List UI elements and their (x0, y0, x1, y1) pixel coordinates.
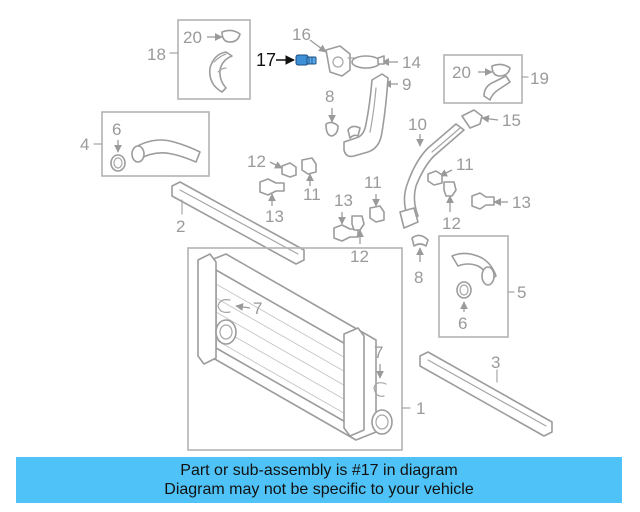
banner-line-2: Diagram may not be specific to your vehi… (164, 481, 474, 498)
fasteners-centre: 12 11 13 11 13 12 (247, 152, 385, 266)
callout-10: 10 (408, 115, 427, 134)
callout-11c: 11 (364, 173, 382, 192)
water-pipe-assembly: 15 10 11 12 13 8 (399, 109, 531, 287)
coolant-pipe-assembly: 16 14 9 8 (292, 25, 421, 158)
callout-3: 3 (491, 353, 500, 372)
callout-7b: 7 (374, 343, 383, 362)
info-banner: Part or sub-assembly is #17 in diagram D… (16, 457, 622, 503)
callout-4: 4 (80, 135, 89, 154)
callout-12c: 12 (442, 214, 461, 233)
callout-20b: 20 (452, 63, 471, 82)
callout-11a: 11 (456, 155, 474, 174)
callout-7a: 7 (253, 299, 262, 318)
callout-16: 16 (292, 25, 311, 44)
callout-15: 15 (502, 111, 521, 130)
callout-13c: 13 (512, 193, 531, 212)
callout-14: 14 (402, 53, 421, 72)
callout-12b: 12 (350, 247, 369, 266)
callout-17: 17 (256, 50, 276, 70)
highlighted-part-17: 17 (256, 50, 317, 70)
bolt-17-icon (295, 54, 317, 66)
callout-13b: 13 (334, 191, 353, 210)
air-guide-2: 2 (171, 181, 305, 265)
callout-11b: 11 (303, 185, 321, 204)
callout-5: 5 (517, 283, 526, 302)
hose-assembly-18: 18 20 (147, 19, 251, 100)
hose-assembly-4: 4 6 (80, 111, 210, 177)
air-guide-3: 3 (419, 351, 553, 437)
callout-6b: 6 (458, 314, 467, 333)
callout-2: 2 (176, 217, 185, 236)
callout-6a: 6 (112, 120, 121, 139)
callout-20a: 20 (183, 28, 202, 47)
callout-1: 1 (416, 399, 425, 418)
parts-diagram: 18 20 19 20 4 6 5 6 (80, 19, 553, 451)
hose-assembly-5: 5 6 (438, 235, 526, 338)
callout-8b: 8 (414, 268, 423, 287)
hose-assembly-19: 19 20 (443, 54, 549, 104)
banner-line-1: Part or sub-assembly is #17 in diagram (180, 462, 458, 479)
callout-19: 19 (530, 69, 549, 88)
callout-12a: 12 (247, 152, 266, 171)
callout-13a: 13 (265, 207, 284, 226)
callout-18: 18 (147, 45, 166, 64)
intercooler-1: 1 7 7 (187, 247, 425, 451)
callout-8a: 8 (325, 87, 334, 106)
callout-9: 9 (402, 75, 411, 94)
